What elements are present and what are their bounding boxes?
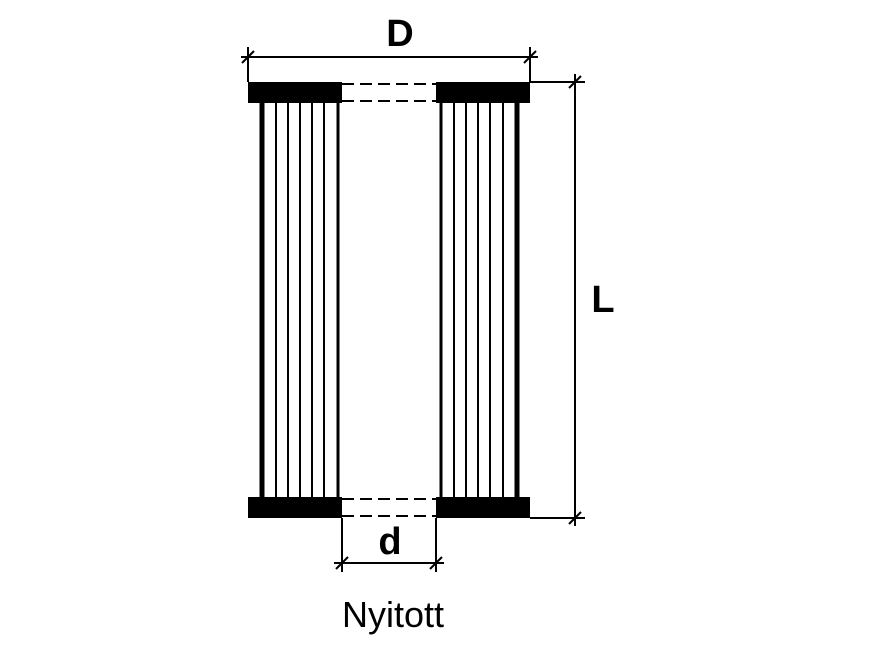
top-left-end-cap [248,82,342,103]
top-right-end-cap [436,82,530,103]
dimension-L-line [530,74,585,526]
caption-label: Nyitott [342,594,444,635]
right-pleat-lines [439,103,520,497]
left-pleat-lines [259,103,340,497]
top-open-centre-dashes [342,83,436,102]
dimension-D-line [241,47,538,82]
bottom-right-end-cap [436,497,530,518]
dimension-d-line [334,518,444,572]
bottom-left-end-cap [248,497,342,518]
length-label: L [591,279,614,321]
inner-diameter-label: d [378,521,401,563]
outer-diameter-label: D [386,13,413,55]
bottom-open-centre-dashes [342,498,436,517]
